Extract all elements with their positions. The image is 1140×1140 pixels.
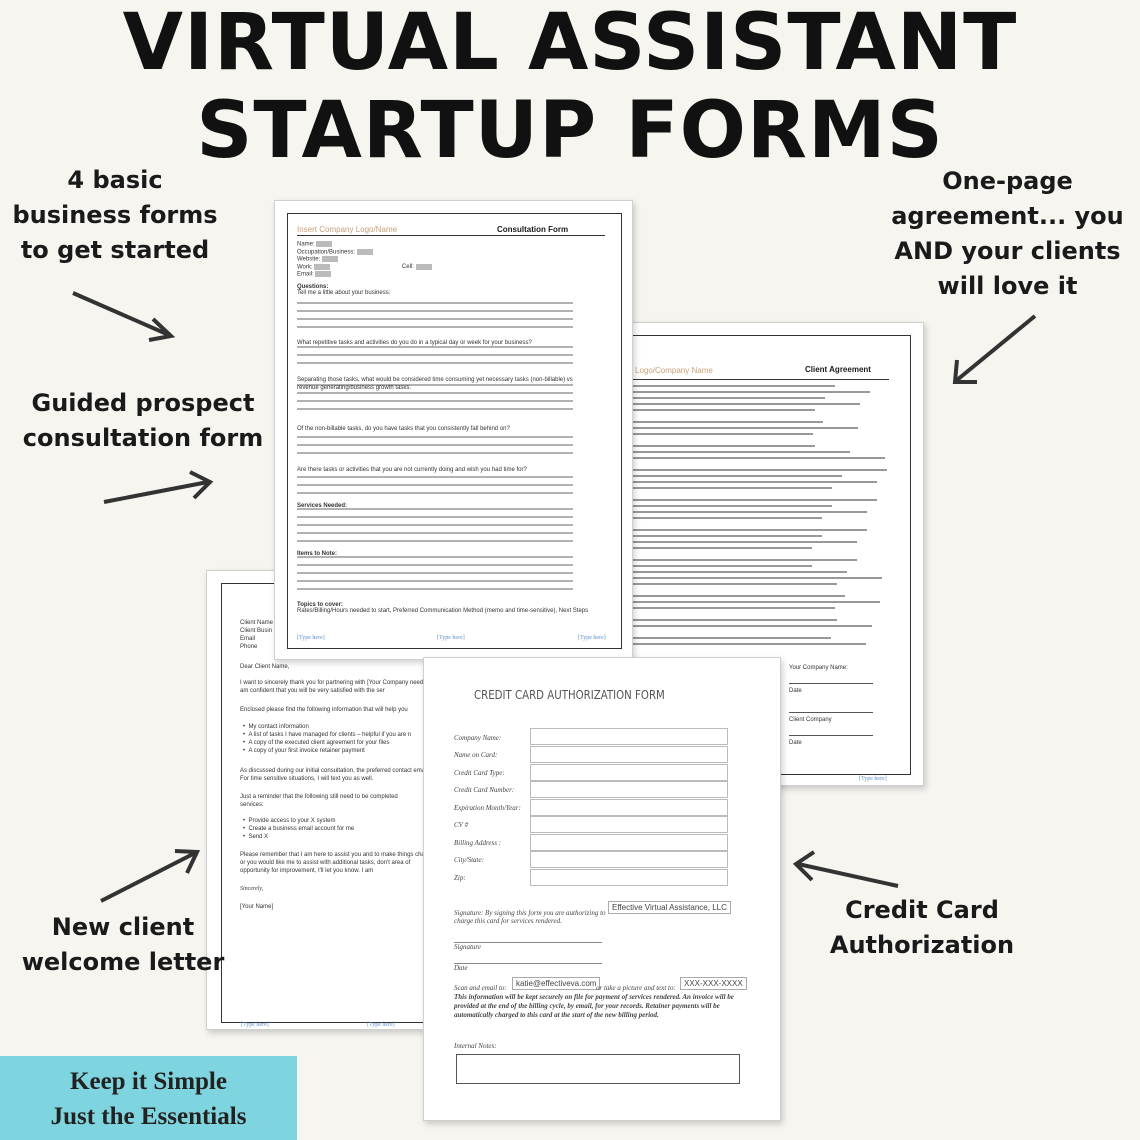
consultation-q2: What repetitive tasks and activities do … bbox=[297, 340, 532, 346]
credit-input-expiration[interactable] bbox=[530, 799, 728, 816]
agreement-logo: Logo/Company Name bbox=[635, 366, 713, 375]
consultation-q3: Separating those tasks, what would be co… bbox=[297, 377, 573, 391]
consultation-topics: Topics to cover: bbox=[297, 602, 343, 608]
letter-paragraph-3: As discussed during our initial consulta… bbox=[240, 768, 430, 782]
arrow-welcome-letter-icon bbox=[100, 849, 201, 903]
consultation-footer-3: [Type here] bbox=[578, 635, 606, 641]
consultation-q5: Are there tasks or activities that you a… bbox=[297, 467, 527, 473]
keep-it-simple-banner: Keep it Simple Just the Essentials bbox=[0, 1056, 297, 1140]
credit-field-city: City/State: bbox=[454, 856, 484, 864]
credit-input-type[interactable] bbox=[530, 764, 728, 781]
consultation-logo: Insert Company Logo/Name bbox=[297, 225, 398, 234]
credit-scan-text: This information will be kept securely o… bbox=[454, 993, 734, 1019]
letter-paragraph-1: I want to sincerely thank you for partne… bbox=[240, 680, 432, 694]
credit-field-zip: Zip: bbox=[454, 874, 466, 882]
consultation-title: Consultation Form bbox=[497, 225, 569, 234]
agreement-sign-date2: Date bbox=[789, 740, 802, 746]
consultation-topics-text: Rates/Billing/Hours needed to start, Pre… bbox=[297, 608, 589, 614]
credit-input-billing[interactable] bbox=[530, 834, 728, 851]
credit-field-billing: Billing Address : bbox=[454, 839, 502, 847]
consultation-footer-1: [Type here] bbox=[297, 635, 325, 641]
consultation-footer-2: [Type here] bbox=[437, 635, 465, 641]
credit-title: CREDIT CARD AUTHORIZATION FORM bbox=[474, 688, 665, 702]
credit-email-value: katie@effectiveva.com bbox=[512, 977, 601, 990]
letter-paragraph-5: Please remember that I am here to assist… bbox=[240, 852, 434, 874]
consultation-fields: Name: Occupation/Business: Website: Work… bbox=[297, 241, 432, 279]
main-title-line2: STARTUP FORMS bbox=[196, 86, 944, 176]
agreement-sign-date1: Date bbox=[789, 688, 802, 694]
credit-signature-label: Signature bbox=[454, 943, 481, 951]
agreement-footer: [Type here] bbox=[859, 776, 887, 782]
credit-field-name: Name on Card: bbox=[454, 751, 498, 759]
credit-field-cv: CV # bbox=[454, 821, 469, 829]
credit-internal-notes-label: Internal Notes: bbox=[454, 1042, 497, 1050]
agreement-sign-company: Your Company Name: bbox=[789, 665, 848, 671]
credit-input-name[interactable] bbox=[530, 746, 728, 763]
credit-input-number[interactable] bbox=[530, 781, 728, 798]
letter-greeting: Dear Client Name, bbox=[240, 664, 290, 670]
consultation-items: Items to Note: bbox=[297, 551, 338, 557]
credit-phone-value: XXX-XXX-XXXX bbox=[680, 977, 747, 990]
credit-signature-text: Signature: By signing this form you are … bbox=[454, 909, 606, 925]
credit-field-number: Credit Card Number: bbox=[454, 786, 515, 794]
credit-input-city[interactable] bbox=[530, 851, 728, 868]
letter-paragraph-4: Just a reminder that the following still… bbox=[240, 794, 398, 808]
consultation-form-page: Insert Company Logo/Name Consultation Fo… bbox=[274, 200, 633, 660]
letter-footer-1: [Type here] bbox=[241, 1022, 269, 1028]
credit-company-value: Effective Virtual Assistance, LLC bbox=[608, 901, 731, 914]
arrow-consultation-icon bbox=[103, 470, 214, 504]
credit-scan-mid: or take a picture and text to: bbox=[596, 984, 676, 992]
letter-paragraph-2: Enclosed please find the following infor… bbox=[240, 707, 408, 713]
consultation-q1: Tell me a little about your business: bbox=[297, 290, 391, 296]
credit-card-form-page: CREDIT CARD AUTHORIZATION FORM Company N… bbox=[423, 657, 781, 1121]
letter-closing: Sincerely, bbox=[240, 886, 264, 892]
credit-input-cv[interactable] bbox=[530, 816, 728, 833]
main-title-line1: VIRTUAL ASSISTANT bbox=[122, 0, 1018, 88]
letter-signature-name: [Your Name] bbox=[240, 904, 274, 910]
letter-bullets-2: • Provide access to your X system • Crea… bbox=[243, 818, 355, 840]
credit-scan-prefix: Scan and email to: bbox=[454, 984, 507, 992]
arrow-basic-forms-icon bbox=[72, 291, 176, 342]
arrow-credit-card-icon bbox=[792, 850, 899, 888]
credit-field-company: Company Name: bbox=[454, 734, 502, 742]
credit-input-zip[interactable] bbox=[530, 869, 728, 886]
letter-footer-2: [Type here] bbox=[367, 1022, 395, 1028]
agreement-text-block bbox=[629, 385, 887, 645]
agreement-sign-client: Client Company bbox=[789, 717, 832, 723]
agreement-title: Client Agreement bbox=[805, 365, 871, 374]
consultation-questions-label: Questions: bbox=[297, 284, 329, 290]
consultation-q4: Of the non-billable tasks, do you have t… bbox=[297, 426, 510, 432]
arrow-agreement-icon bbox=[952, 314, 1037, 384]
consultation-lines bbox=[297, 302, 573, 590]
credit-internal-notes-box[interactable] bbox=[456, 1054, 740, 1084]
credit-date-label: Date bbox=[454, 964, 468, 972]
credit-input-company[interactable] bbox=[530, 728, 728, 745]
credit-field-type: Credit Card Type: bbox=[454, 769, 505, 777]
consultation-services: Services Needed: bbox=[297, 503, 348, 509]
credit-field-expiration: Expiration Month/Year: bbox=[454, 804, 521, 812]
letter-bullets: • My contact information • A list of tas… bbox=[243, 724, 412, 754]
